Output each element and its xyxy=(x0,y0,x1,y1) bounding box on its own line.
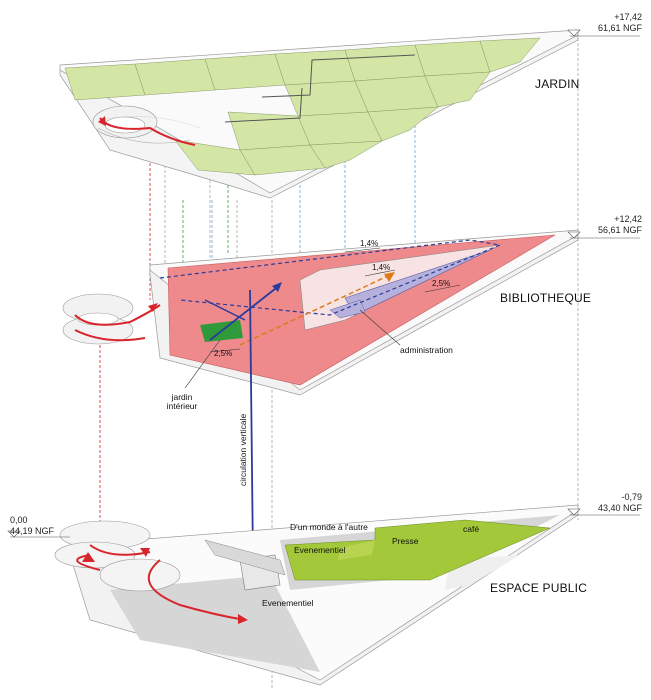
garden-plots xyxy=(64,37,541,176)
zone-jardin: JARDIN xyxy=(535,77,580,91)
level-mid-alt2: 56,61 NGF xyxy=(598,225,643,235)
label-administration: administration xyxy=(400,345,453,355)
label-presse: Presse xyxy=(392,536,419,546)
circulation-verticale-line xyxy=(249,289,254,561)
bibliotheque-slab xyxy=(62,229,579,396)
label-monde: D'un monde à l'autre xyxy=(290,522,368,532)
slope-3: 2,5% xyxy=(432,279,450,288)
level-top-alt2: 61,61 NGF xyxy=(598,23,643,33)
label-cafe: café xyxy=(463,524,479,534)
label-circulation-verticale: circulation verticale xyxy=(238,413,248,486)
level-ground-alt1: 0,00 xyxy=(10,515,28,525)
slope-4: 2,5% xyxy=(214,349,232,358)
espace-public-slab xyxy=(54,504,579,686)
green-zones xyxy=(284,519,551,581)
slope-2: 1,4% xyxy=(372,263,390,272)
jardin-slab xyxy=(59,29,579,199)
level-top-alt1: +17,42 xyxy=(614,12,642,22)
level-low-alt2: 43,40 NGF xyxy=(598,503,643,513)
label-interieur: intérieur xyxy=(167,401,198,411)
level-markers xyxy=(7,29,640,538)
label-evenementiel-green: Evenementiel xyxy=(294,545,346,555)
level-ground-alt2: 44,19 NGF xyxy=(10,526,55,536)
level-low-alt1: -0,79 xyxy=(621,492,642,502)
slope-1: 1,4% xyxy=(360,239,378,248)
level-mid-alt1: +12,42 xyxy=(614,214,642,224)
zone-espace-public: ESPACE PUBLIC xyxy=(490,581,587,595)
label-jardin: jardin xyxy=(171,392,193,402)
label-evenementiel-grey: Evenementiel xyxy=(262,598,314,608)
zone-bibliotheque: BIBLIOTHEQUE xyxy=(500,291,591,305)
